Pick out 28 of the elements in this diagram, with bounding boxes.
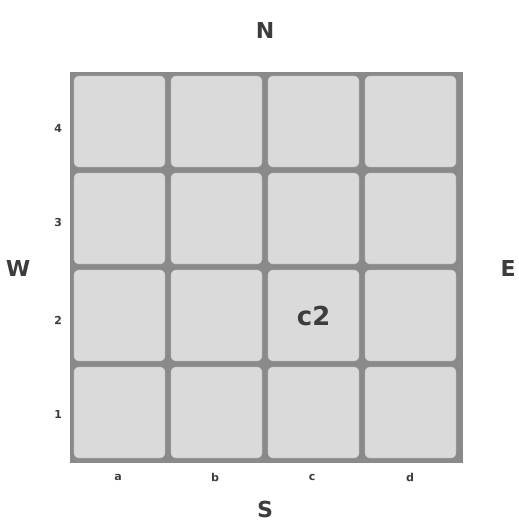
row-number: 3 [54, 218, 61, 226]
grid-square [364, 270, 456, 362]
row-number: 2 [55, 316, 61, 324]
column-letter: b [212, 472, 218, 482]
grid-square [170, 366, 262, 458]
grid-square [364, 76, 456, 168]
grid-square [268, 172, 360, 264]
column-letter: d [406, 472, 414, 482]
grid-square [268, 76, 360, 168]
grid-square [170, 270, 262, 362]
compass-letter: W [6, 260, 30, 276]
compass-letter: S [258, 500, 272, 518]
grid-square [170, 76, 262, 168]
grid-square [74, 172, 166, 264]
grid-square [364, 172, 456, 264]
row-number: 4 [54, 124, 62, 132]
grid-square [364, 366, 456, 458]
labeled-square: c2 [268, 270, 360, 362]
column-letter: c [309, 474, 315, 480]
grid-square [74, 270, 166, 362]
compass-letter: E [502, 260, 514, 276]
row-number: 1 [55, 410, 62, 418]
grid-square [74, 76, 166, 168]
column-letter: a [114, 474, 121, 480]
grid-square [268, 366, 360, 458]
grid-square [74, 366, 166, 458]
grid-square [170, 172, 262, 264]
compass-letter: N [258, 22, 272, 38]
